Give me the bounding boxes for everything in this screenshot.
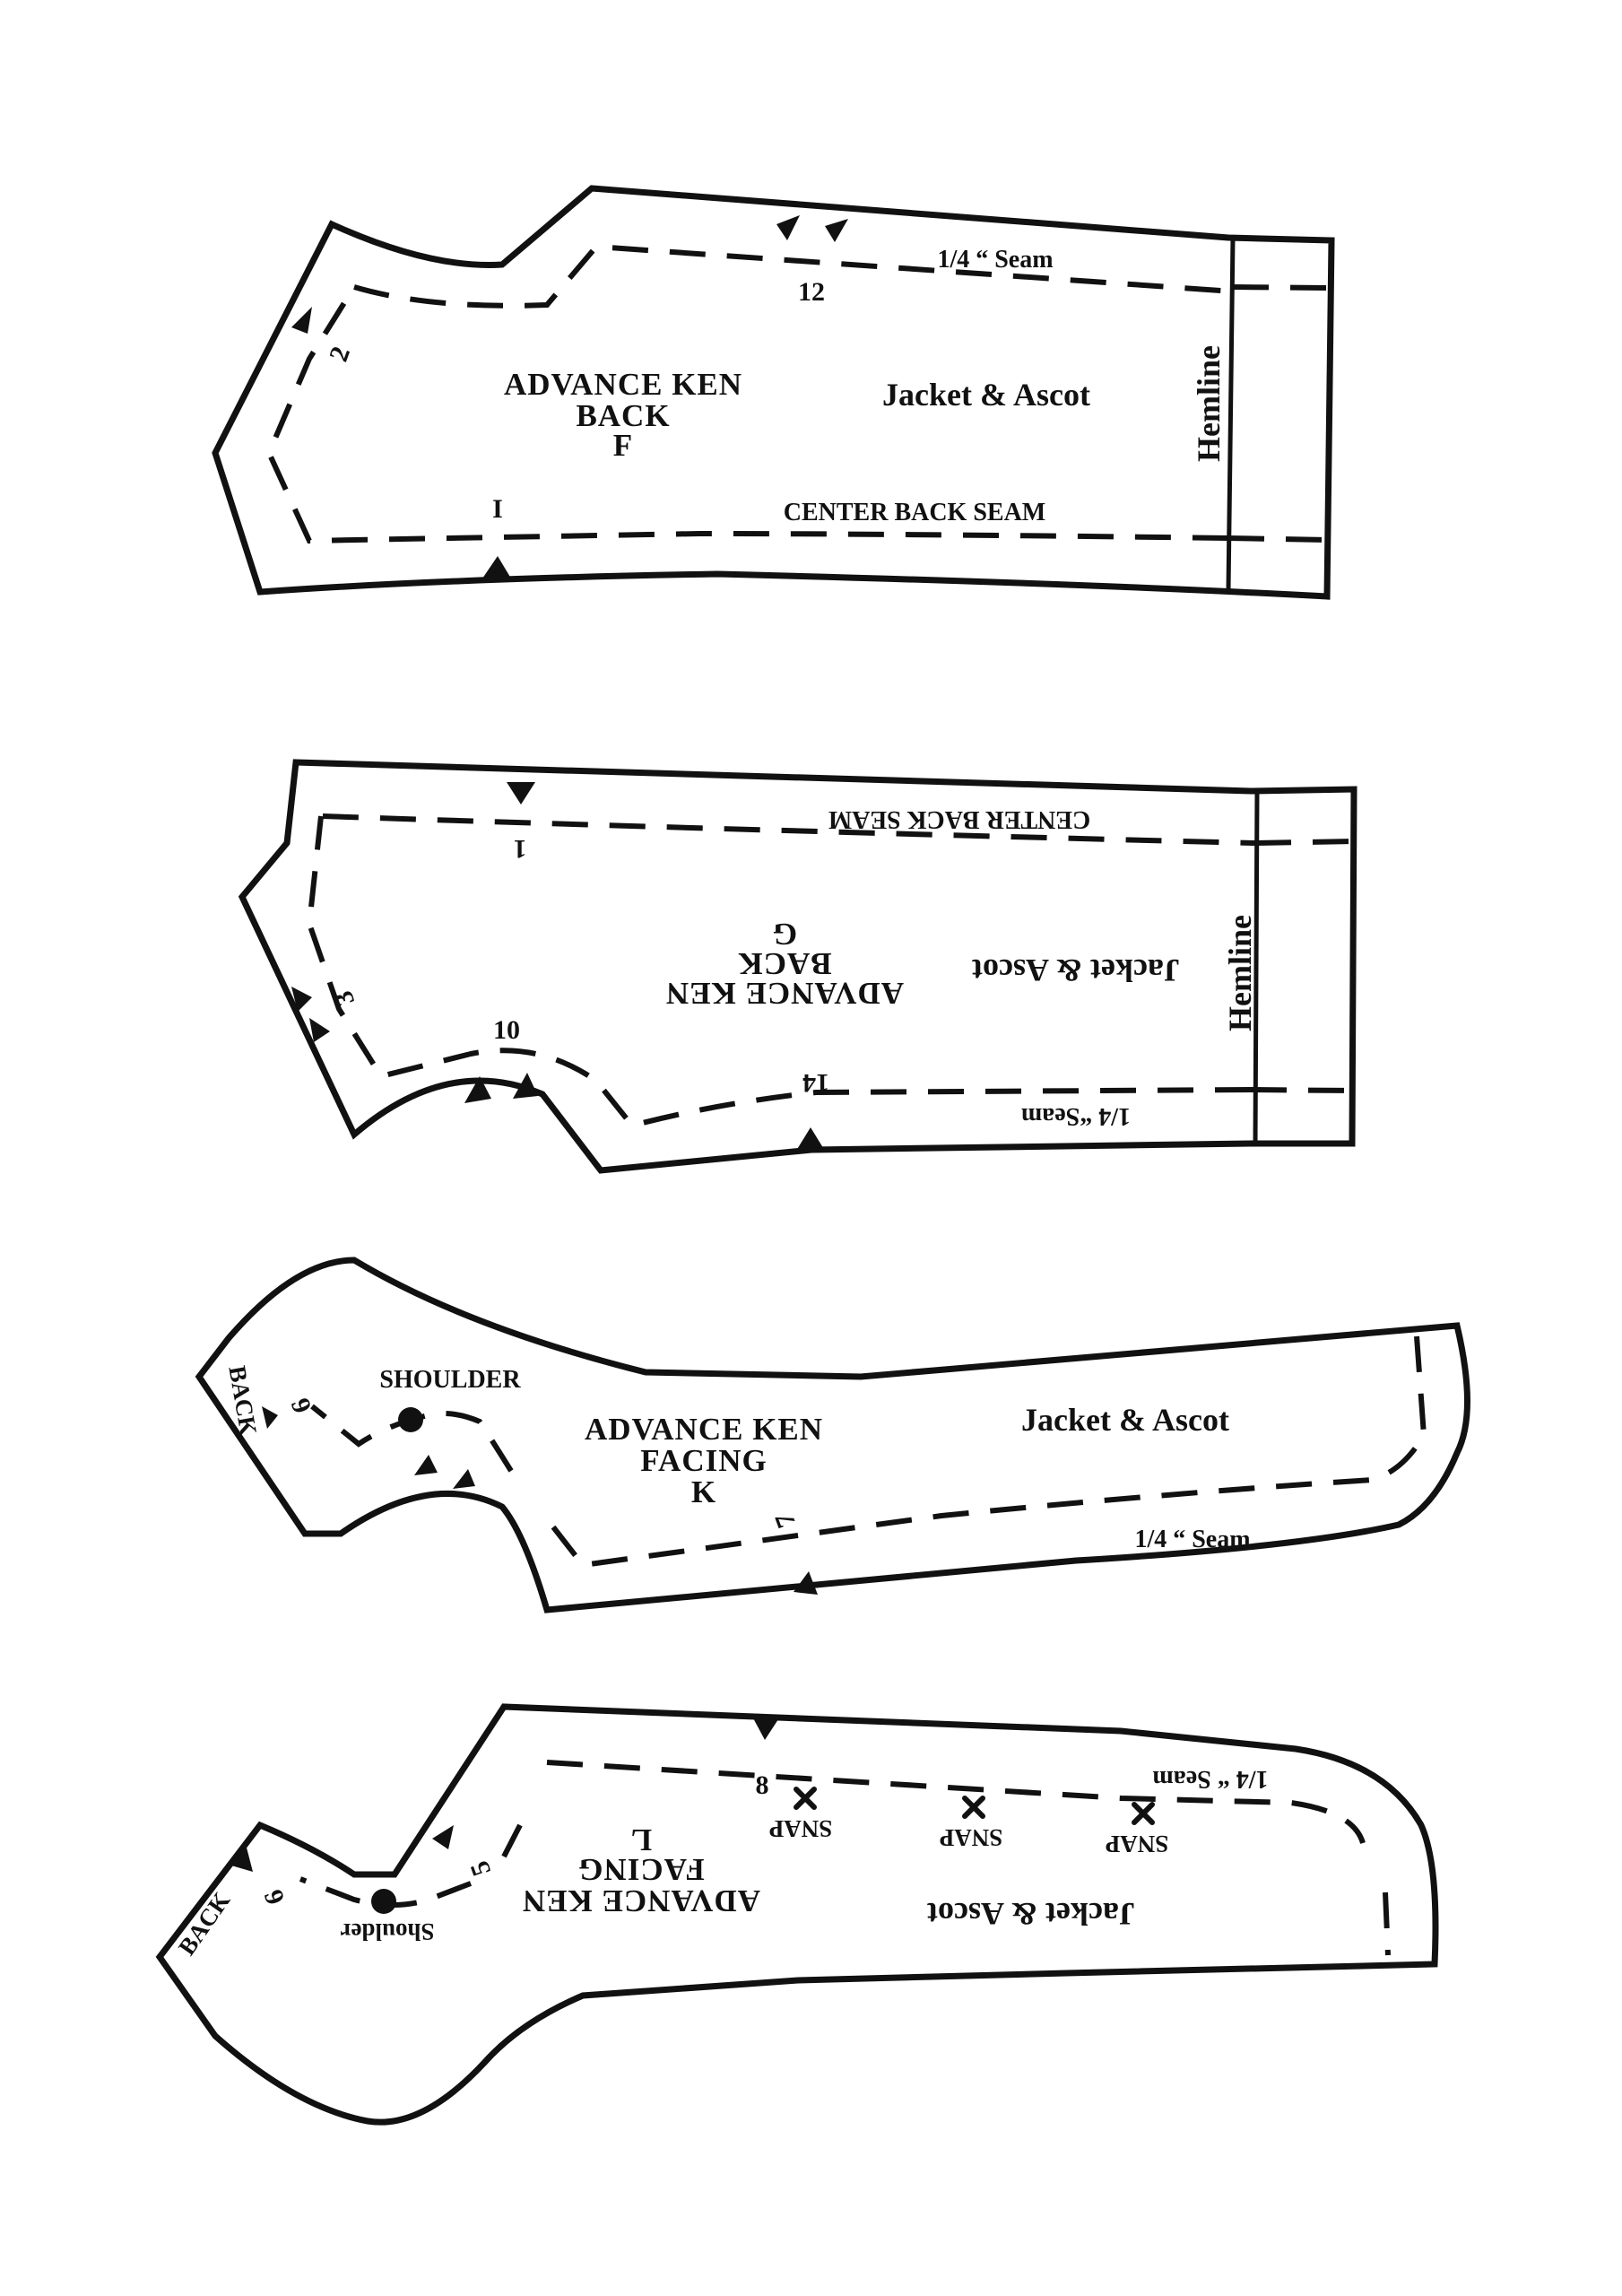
piece-part: BACK	[737, 946, 831, 981]
piece-brand: ADVANCE KEN	[585, 1412, 823, 1447]
center-back-seam-label: CENTER BACK SEAM	[784, 499, 1045, 526]
notch-marker	[291, 307, 312, 334]
seam-allowance-label: 1/4 “ Seam	[1134, 1526, 1250, 1553]
snap-label: SNAP	[940, 1824, 1003, 1851]
notch-marker	[776, 215, 800, 240]
piece-letter: G	[772, 917, 797, 952]
pattern-piece-facing-l: SNAP SNAP SNAP ADVANCE KEN FACING L Jack…	[155, 1703, 1439, 2126]
garment-label: Jacket & Ascot	[1021, 1402, 1229, 1438]
snap-marker	[1132, 1802, 1155, 1825]
notch-marker	[432, 1825, 454, 1849]
garment-label: Jacket & Ascot	[927, 1896, 1135, 1932]
match-mark-8: 8	[756, 1770, 769, 1800]
cut-line	[155, 1703, 1439, 2126]
piece-part: BACK	[576, 398, 670, 433]
notch-marker	[507, 782, 535, 804]
hemline-rule	[1226, 237, 1236, 591]
cut-line	[195, 1257, 1470, 1613]
hemline-label: Hemline	[1222, 915, 1258, 1031]
notch-marker	[414, 1455, 438, 1475]
piece-letter: K	[691, 1474, 716, 1509]
pattern-piece-back-f: ADVANCE KEN BACK F Jacket & Ascot 1/4 “ …	[212, 185, 1335, 600]
match-mark-14: 14	[802, 1068, 829, 1098]
snap-marker	[962, 1796, 985, 1819]
piece-letter: F	[613, 428, 633, 463]
notch-marker	[794, 1571, 818, 1595]
notch-marker	[291, 987, 312, 1012]
notch-marker	[482, 556, 511, 578]
shoulder-label: SHOULDER	[379, 1366, 521, 1394]
cut-line	[212, 185, 1335, 600]
hemline-label: Hemline	[1191, 345, 1227, 462]
piece-brand: ADVANCE KEN	[504, 367, 742, 402]
notch-marker	[231, 1848, 253, 1872]
seam-line	[306, 813, 1256, 1129]
notch-marker	[262, 1406, 278, 1429]
notch-marker	[464, 1076, 491, 1103]
piece-part: FACING	[640, 1443, 767, 1478]
snap-label: SNAP	[1106, 1831, 1169, 1857]
notch-marker	[453, 1469, 475, 1489]
seam-line	[265, 243, 1234, 544]
hem-seam-line	[1250, 839, 1353, 1093]
match-mark-1: I	[492, 494, 503, 524]
hemline-rule	[1253, 790, 1260, 1144]
snap-label: SNAP	[769, 1815, 833, 1842]
shoulder-label: Shoulder	[340, 1918, 434, 1945]
piece-letter: L	[630, 1822, 652, 1857]
seam-line	[299, 1760, 1391, 1956]
piece-part: FACING	[577, 1852, 704, 1887]
match-mark-12: 12	[798, 277, 825, 307]
seam-allowance-label: 1/4 “ Seam	[937, 246, 1053, 274]
notch-marker	[825, 219, 848, 242]
shoulder-dot	[371, 1889, 396, 1914]
notch-marker	[796, 1127, 825, 1151]
shoulder-dot	[398, 1407, 423, 1432]
pattern-piece-back-g: ADVANCE KEN BACK G Jacket & Ascot 1/4 “S…	[238, 759, 1357, 1174]
seam-allowance-label: 1/4 “ Seam	[1152, 1765, 1268, 1793]
notch-marker	[751, 1715, 780, 1740]
garment-label: Jacket & Ascot	[882, 377, 1090, 413]
match-mark-1: 1	[514, 834, 527, 864]
garment-label: Jacket & Ascot	[972, 952, 1180, 988]
notch-marker	[309, 1018, 330, 1042]
piece-brand: ADVANCE KEN	[522, 1883, 760, 1918]
notch-marker	[513, 1073, 538, 1099]
snap-marker	[794, 1787, 817, 1810]
pattern-piece-facing-k: ADVANCE KEN FACING K Jacket & Ascot 1/4 …	[195, 1257, 1470, 1613]
match-mark-10: 10	[493, 1015, 520, 1045]
piece-brand: ADVANCE KEN	[665, 976, 904, 1011]
hem-seam-line	[1227, 284, 1330, 543]
cut-line	[238, 759, 1357, 1174]
seam-line	[310, 1335, 1427, 1569]
seam-allowance-label: 1/4 “Seam	[1021, 1102, 1131, 1130]
center-back-seam-label: CENTER BACK SEAM	[828, 805, 1090, 833]
